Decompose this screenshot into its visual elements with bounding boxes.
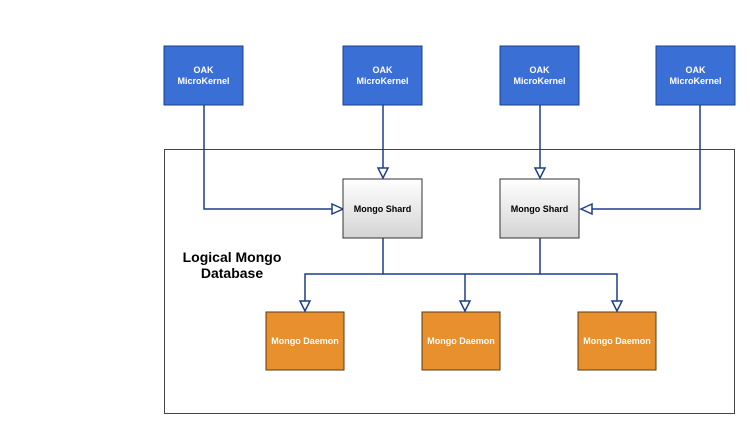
shard-1-label: Mongo Shard [354,204,412,214]
shard-daemon-arrowheads [298,300,624,313]
kernel-shard-connectors [203,105,701,210]
kernel-box-4: OAK MicroKernel [655,45,736,106]
daemon-box-2: Mongo Daemon [421,311,501,371]
kernel-box-2: OAK MicroKernel [342,45,423,106]
connector-shard1-bus [304,238,384,301]
daemon-1-label: Mongo Daemon [271,336,339,346]
kernel-box-1: OAK MicroKernel [163,45,244,106]
connector-kernel1-shard1 [203,105,332,210]
arrowhead-daemon1 [298,300,312,313]
kernel-4-line2: MicroKernel [669,76,721,86]
daemon-box-1: Mongo Daemon [265,311,345,371]
kernel-2-line1: OAK [373,65,394,75]
arrowhead-shard2-top [533,167,547,180]
shard-2-label: Mongo Shard [511,204,569,214]
database-label-line2: Database [201,265,263,281]
daemon-2-label: Mongo Daemon [427,336,495,346]
logical-database-container [164,149,735,414]
connector-shard2-bus [539,238,618,301]
shard-daemon-connectors [304,238,618,301]
arrowhead-shard1-left [331,202,345,216]
kernel-3-line2: MicroKernel [513,76,565,86]
kernel-shard-arrowheads [331,167,593,216]
kernel-2-line2: MicroKernel [356,76,408,86]
arrowhead-daemon3 [610,300,624,313]
kernel-1-line1: OAK [194,65,215,75]
arrowhead-shard1-top [376,167,390,180]
arrowhead-daemon2 [458,300,472,313]
daemon-box-3: Mongo Daemon [577,311,657,371]
daemon-3-label: Mongo Daemon [583,336,651,346]
database-label-line1: Logical Mongo [183,249,282,265]
kernel-4-line1: OAK [686,65,707,75]
shard-box-1: Mongo Shard [342,178,423,239]
kernel-1-line2: MicroKernel [177,76,229,86]
kernel-box-3: OAK MicroKernel [499,45,580,106]
connector-kernel4-shard2 [592,105,701,210]
kernel-3-line1: OAK [530,65,551,75]
arrowhead-shard2-right [579,202,593,216]
shard-box-2: Mongo Shard [499,178,580,239]
